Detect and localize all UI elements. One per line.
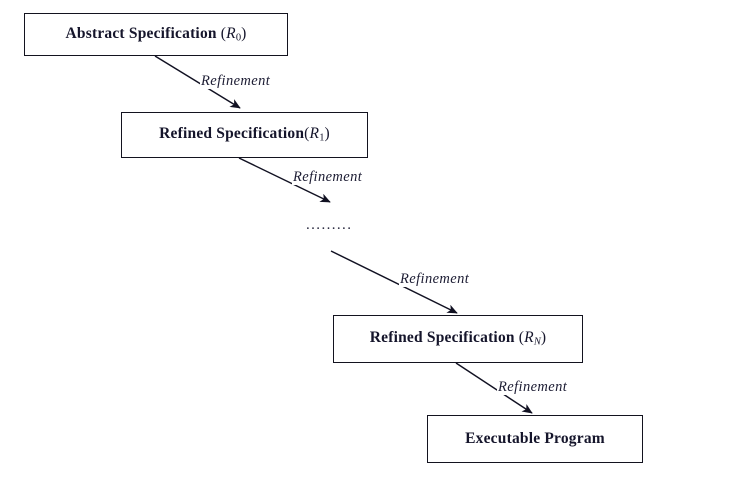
paren-close: ) bbox=[324, 125, 330, 143]
node-abstract-specification[interactable]: Abstract Specification (R0) bbox=[24, 13, 288, 56]
math-var-r: R bbox=[524, 329, 534, 347]
math-var-r: R bbox=[226, 24, 236, 42]
paren-close: ) bbox=[540, 329, 547, 347]
ellipsis-marker: ......... bbox=[306, 217, 353, 233]
paren-open: ( bbox=[220, 24, 227, 42]
math-var-r: R bbox=[309, 125, 320, 143]
paren-open: ( bbox=[518, 329, 525, 347]
node-refined-specification-1[interactable]: Refined Specification(R1) bbox=[121, 112, 368, 158]
edge-label-refinement-0: Refinement bbox=[200, 73, 272, 90]
subscript-index: 1 bbox=[319, 132, 325, 144]
node-abstract-specification-label: Abstract Specification (R0) bbox=[65, 24, 247, 43]
subscript-index: N bbox=[533, 336, 541, 348]
edge-ellipsis-to-refinedn bbox=[330, 250, 458, 314]
edge-refinedn-to-executable bbox=[455, 362, 533, 414]
edge-label-refinement-3: Refinement bbox=[497, 379, 569, 396]
node-refined-specification-n[interactable]: Refined Specification (RN) bbox=[333, 315, 583, 363]
edge-label-refinement-1: Refinement bbox=[292, 169, 364, 186]
paren-close: ) bbox=[241, 24, 247, 42]
subscript-index: 0 bbox=[235, 31, 242, 43]
node-refined-specification-1-label: Refined Specification(R1) bbox=[159, 125, 330, 144]
edge-refined1-to-ellipsis bbox=[238, 157, 331, 203]
edge-abstract-to-refined1 bbox=[154, 55, 241, 109]
edge-label-refinement-2: Refinement bbox=[399, 271, 471, 288]
node-refined-specification-n-label: Refined Specification (RN) bbox=[369, 329, 547, 348]
paren-open: ( bbox=[304, 125, 310, 143]
node-executable-program[interactable]: Executable Program bbox=[427, 415, 643, 463]
node-executable-program-label: Executable Program bbox=[465, 430, 605, 448]
